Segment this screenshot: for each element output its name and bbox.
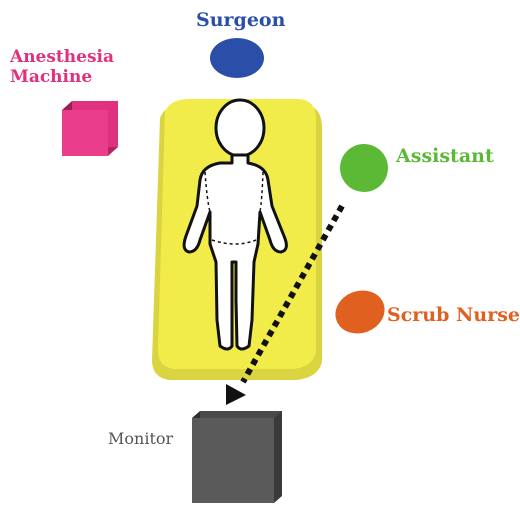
monitor-box [192,411,282,503]
surgeon-marker [210,38,264,78]
surgeon-label: Surgeon [196,10,285,32]
monitor-label: Monitor [108,430,173,448]
arrow-right-icon [226,384,246,405]
anesthesia-machine-box [62,101,118,156]
assistant-label: Assistant [396,146,494,168]
anesthesia-machine-label: Anesthesia Machine [10,48,114,87]
anesthesia-label-line1: Anesthesia [10,48,114,68]
anesthesia-label-line2: Machine [10,68,114,88]
scrub-nurse-marker [329,284,390,341]
assistant-marker [332,136,396,200]
scrub-nurse-label: Scrub Nurse [387,305,520,327]
